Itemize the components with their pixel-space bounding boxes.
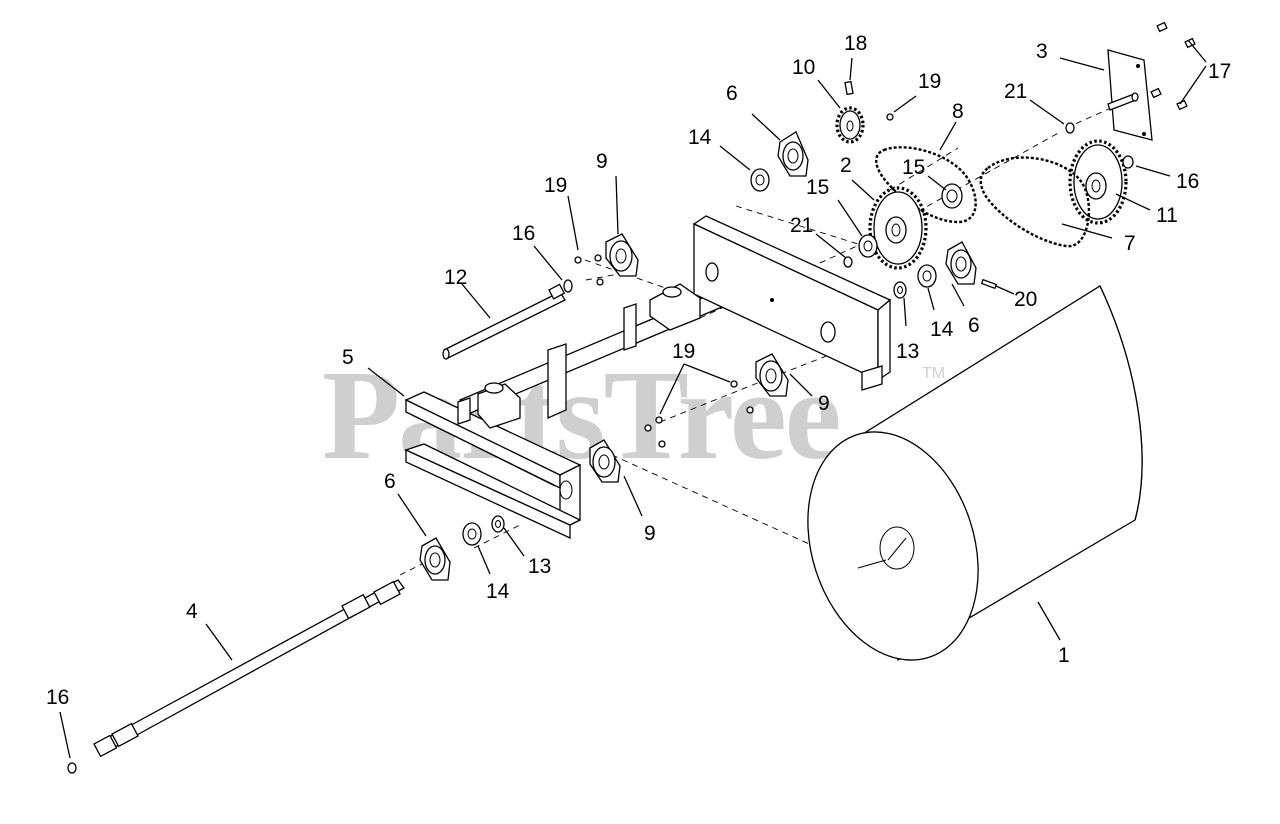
callout-12: 12 — [444, 266, 467, 289]
bearing-14-bottom — [462, 522, 482, 546]
callout-19-mid: 19 — [672, 340, 695, 363]
callout-labels: 1 2 3 4 5 6 6 6 7 8 9 9 9 10 11 12 13 13… — [46, 32, 1231, 709]
callout-14-right: 14 — [930, 318, 954, 341]
callout-9-top: 9 — [596, 150, 608, 173]
callout-6-bottom: 6 — [384, 470, 396, 493]
callout-6-top: 6 — [726, 82, 738, 105]
flange-bearing-9-bottom — [589, 439, 621, 483]
callout-8: 8 — [952, 100, 964, 123]
bearings-15 — [858, 183, 963, 258]
callout-13-right: 13 — [896, 340, 919, 363]
callout-21-top: 21 — [1004, 80, 1027, 103]
long-shaft — [93, 579, 405, 758]
callout-19-top: 19 — [918, 70, 941, 93]
bearing-14-right — [917, 264, 937, 288]
callout-21-mid: 21 — [790, 214, 813, 237]
callout-9-bottom: 9 — [644, 522, 656, 545]
callout-14-top: 14 — [688, 126, 712, 149]
bearing-14-top — [750, 168, 770, 192]
flange-bearing-6-top — [777, 131, 809, 177]
sprocket-11 — [1068, 139, 1128, 225]
callout-20: 20 — [1014, 288, 1037, 311]
callout-1: 1 — [1058, 644, 1070, 667]
leader-lines — [59, 39, 1207, 759]
callout-10: 10 — [792, 56, 815, 79]
callout-16-right: 16 — [1176, 170, 1199, 193]
sprocket-10 — [835, 80, 865, 144]
center-frame — [457, 280, 750, 429]
watermark-trademark: TM — [922, 365, 945, 382]
chain-8 — [875, 146, 977, 224]
right-frame-plate — [692, 215, 892, 391]
callout-11: 11 — [1156, 204, 1178, 227]
callout-9-mid: 9 — [818, 392, 830, 415]
callout-16-bottom: 16 — [46, 686, 69, 709]
callout-15-left: 15 — [806, 176, 829, 199]
callout-14-bottom: 14 — [486, 580, 510, 603]
left-frame-bracket — [404, 391, 582, 540]
small-fasteners — [67, 113, 1134, 774]
callout-15-right: 15 — [902, 156, 925, 179]
callout-18: 18 — [844, 32, 867, 55]
callout-7: 7 — [1124, 232, 1136, 255]
chain-7 — [979, 156, 1091, 248]
flange-bearing-6-right — [945, 241, 977, 285]
roller-drum — [807, 285, 1143, 662]
flange-bearing-9-top — [605, 233, 639, 277]
callout-6-right: 6 — [968, 314, 980, 337]
idler-plate — [1107, 49, 1153, 141]
sprocket-2 — [868, 186, 928, 270]
callout-19-left: 19 — [544, 174, 567, 197]
callout-2: 2 — [840, 154, 852, 177]
callout-5: 5 — [342, 346, 354, 369]
callout-3: 3 — [1036, 40, 1048, 63]
flange-bearing-9-mid — [755, 353, 789, 397]
washer-13 — [491, 281, 907, 533]
callout-4: 4 — [186, 600, 198, 623]
screws-17 — [1150, 21, 1196, 111]
callout-13-bottom: 13 — [528, 555, 551, 578]
short-shaft — [442, 283, 566, 360]
callout-16-left: 16 — [512, 222, 535, 245]
flange-bearing-6-bottom — [419, 537, 451, 581]
callout-17: 17 — [1208, 60, 1231, 83]
